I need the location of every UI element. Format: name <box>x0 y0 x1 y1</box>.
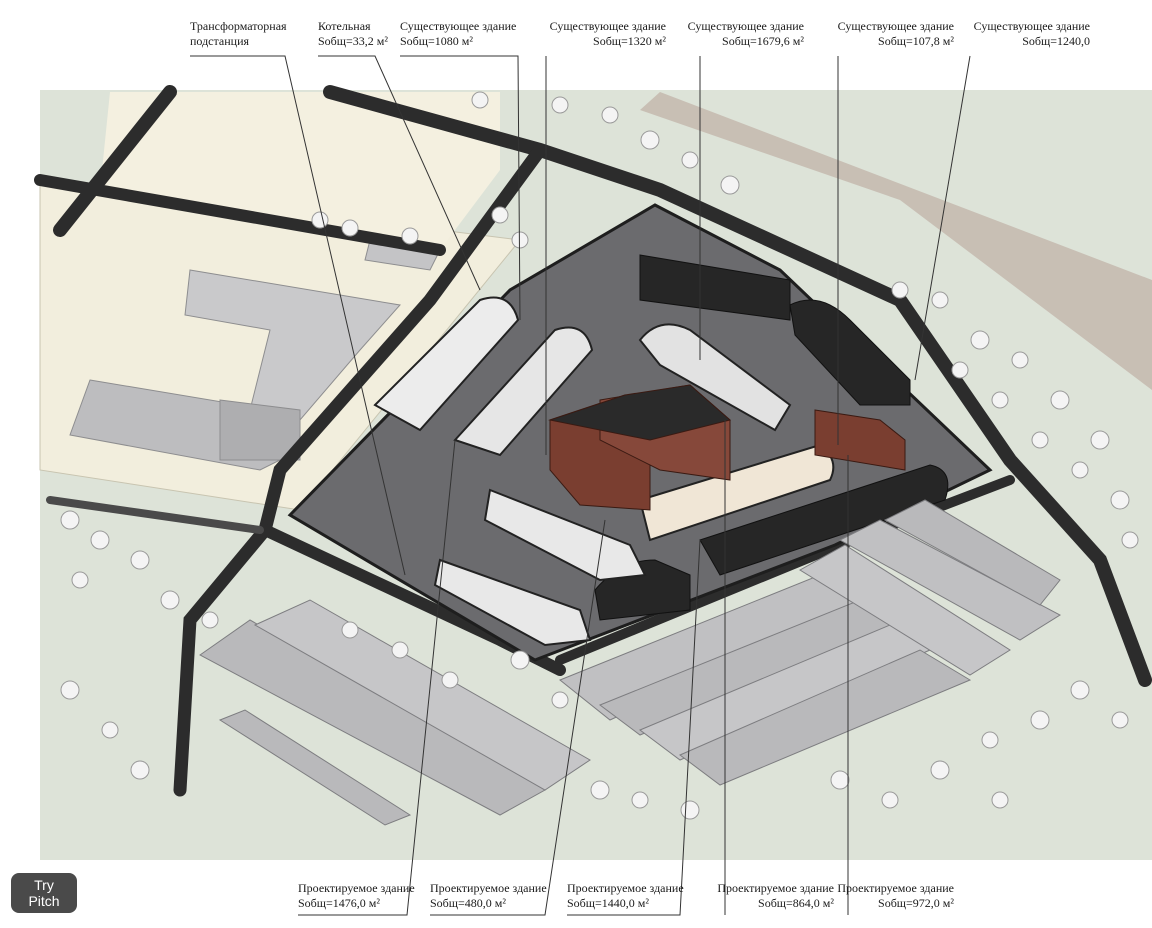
planned-buildings <box>199 499 1062 826</box>
label-area: Sобщ=1679,6 м² <box>722 34 804 48</box>
label-planned-1: Проектируемое здание Sобщ=1476,0 м² <box>298 881 415 911</box>
label-transformer: Трансформаторная подстанция <box>190 19 287 49</box>
roads <box>34 85 1152 797</box>
label-planned-3: Проектируемое здание Sобщ=1440,0 м² <box>567 881 684 911</box>
label-title: Проектируемое здание <box>717 881 834 895</box>
label-title: Существующее здание <box>837 19 954 33</box>
label-subtitle: подстанция <box>190 34 250 48</box>
label-title: Существующее здание <box>400 19 517 33</box>
label-existing-3: Существующее здание Sобщ=1679,6 м² <box>684 19 804 49</box>
label-area: Sобщ=1476,0 м² <box>298 896 380 910</box>
label-area: Sобщ=1080 м² <box>400 34 473 48</box>
brick-buildings <box>548 384 906 511</box>
label-area: Sобщ=864,0 м² <box>758 896 834 910</box>
label-title: Существующее здание <box>549 19 666 33</box>
label-title: Проектируемое здание <box>567 881 684 895</box>
railway-strip <box>640 92 1152 390</box>
label-title: Проектируемое здание <box>837 881 954 895</box>
label-area: Sобщ=1320 м² <box>593 34 666 48</box>
label-title: Проектируемое здание <box>298 881 415 895</box>
dark-hangars <box>594 254 949 621</box>
label-planned-5: Проектируемое здание Sобщ=972,0 м² <box>834 881 954 911</box>
label-area: Sобщ=972,0 м² <box>878 896 954 910</box>
label-planned-2: Проектируемое здание Sобщ=480,0 м² <box>430 881 547 911</box>
label-existing-5: Существующее здание Sобщ=1240,0 <box>970 19 1090 49</box>
label-title: Существующее здание <box>687 19 804 33</box>
leader-lines <box>190 55 971 916</box>
label-title: Котельная <box>318 19 371 33</box>
label-existing-4: Существующее здание Sобщ=107,8 м² <box>834 19 954 49</box>
label-existing-2: Существующее здание Sобщ=1320 м² <box>546 19 666 49</box>
label-boiler: Котельная Sобщ=33,2 м² <box>318 19 388 49</box>
label-area: Sобщ=1240,0 <box>1022 34 1090 48</box>
label-planned-4: Проектируемое здание Sобщ=864,0 м² <box>714 881 834 911</box>
label-title: Существующее здание <box>973 19 1090 33</box>
label-area: Sобщ=107,8 м² <box>878 34 954 48</box>
try-pitch-button[interactable]: Try Pitch <box>11 873 77 913</box>
beige-zone-top <box>100 92 500 250</box>
trees <box>60 91 1139 820</box>
label-area: Sобщ=1440,0 м² <box>567 896 649 910</box>
label-area: Sобщ=33,2 м² <box>318 34 388 48</box>
label-area: Sобщ=480,0 м² <box>430 896 506 910</box>
label-existing-1: Существующее здание Sобщ=1080 м² <box>400 19 516 49</box>
label-title: Трансформаторная <box>190 19 287 33</box>
label-title: Проектируемое здание <box>430 881 547 895</box>
